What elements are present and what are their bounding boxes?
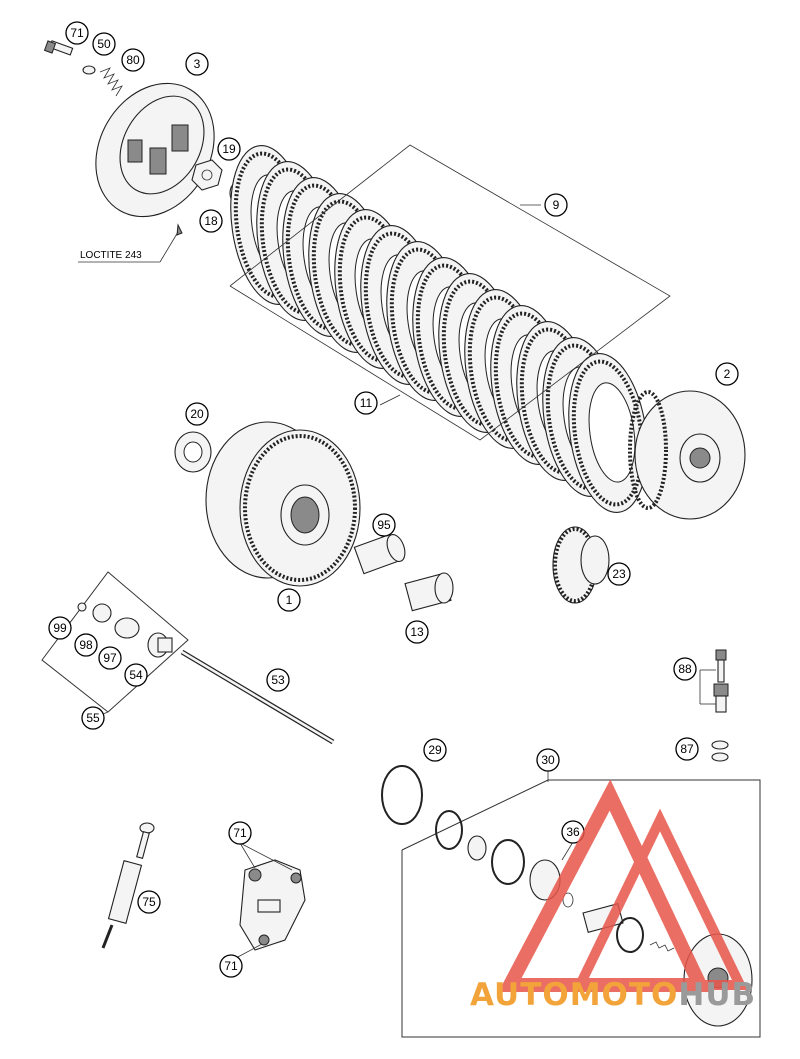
callout-c97: 97 <box>98 646 122 670</box>
clutch-basket <box>205 421 361 587</box>
callout-c75: 75 <box>137 890 161 914</box>
callout-label: 50 <box>97 37 111 51</box>
screw-part <box>43 40 74 56</box>
slave-cylinder-cover <box>239 859 306 951</box>
callout-label: 19 <box>222 142 236 156</box>
washer-part <box>82 65 96 75</box>
callout-label: 29 <box>428 743 442 757</box>
callout-label: 36 <box>566 825 580 839</box>
callout-label: 88 <box>678 662 692 676</box>
kit-box <box>41 571 189 713</box>
callout-c87: 87 <box>675 737 699 761</box>
inner-clutch-hub <box>628 390 746 520</box>
callout-c54: 54 <box>124 663 148 687</box>
callout-label: 87 <box>680 742 694 756</box>
thrust-washer <box>174 431 212 473</box>
callout-label: 2 <box>724 367 731 381</box>
callout-label: 75 <box>142 895 156 909</box>
callout-c88: 88 <box>673 657 697 681</box>
callout-label: 13 <box>410 625 424 639</box>
callout-label: 18 <box>204 214 218 228</box>
nut-part <box>191 159 223 191</box>
callout-label: 20 <box>190 407 204 421</box>
callout-c29: 29 <box>423 738 447 762</box>
callout-label: 55 <box>86 711 100 725</box>
callout-label: 99 <box>53 621 67 635</box>
watermark-text-automoto: AUTOMOTO <box>470 977 678 1013</box>
primary-gear <box>552 526 610 604</box>
watermark-text: AUTOMOTOHUB <box>470 977 756 1013</box>
plate-group-bracket <box>229 144 671 441</box>
callout-c3: 3 <box>185 52 209 76</box>
callout-label: 53 <box>271 673 285 687</box>
callout-label: 95 <box>377 518 391 532</box>
watermark-text-hub: HUB <box>678 977 756 1013</box>
clutch-plate-bore <box>588 382 636 483</box>
callout-c50: 50 <box>92 32 116 56</box>
callout-label: 1 <box>286 593 293 607</box>
callout-c71b: 71 <box>228 821 252 845</box>
spring-part <box>99 67 123 97</box>
callout-label: 3 <box>194 57 201 71</box>
callout-label: 98 <box>79 638 93 652</box>
bushing <box>404 572 454 612</box>
callout-c55: 55 <box>81 706 105 730</box>
callout-c2: 2 <box>715 362 739 386</box>
callout-c23: 23 <box>607 562 631 586</box>
callout-c80: 80 <box>121 48 145 72</box>
callout-label: 30 <box>541 753 555 767</box>
callout-label: 71 <box>70 26 84 40</box>
callout-label: 9 <box>553 198 560 212</box>
callout-label: 71 <box>233 826 247 840</box>
callout-c13: 13 <box>405 620 429 644</box>
push-rod <box>180 649 335 745</box>
callout-label: 54 <box>129 668 143 682</box>
callout-c71c: 71 <box>219 954 243 978</box>
watermark-logo <box>498 779 748 992</box>
callout-c30: 30 <box>536 748 560 772</box>
callout-label: 11 <box>360 396 373 410</box>
leader-lines <box>92 204 574 959</box>
callout-c9: 9 <box>544 193 568 217</box>
callout-c20: 20 <box>185 402 209 426</box>
loctite-note: LOCTITE 243 <box>80 250 142 261</box>
pressure-cap-part <box>95 82 215 218</box>
callout-label: 71 <box>224 959 238 973</box>
callout-label: 23 <box>612 567 626 581</box>
needle-bearing <box>353 533 406 575</box>
callout-c1: 1 <box>277 588 301 612</box>
callout-c71a: 71 <box>65 21 89 45</box>
loctite-drop <box>176 223 183 236</box>
callout-c98: 98 <box>74 633 98 657</box>
mounting-tool <box>101 822 155 949</box>
callout-c99: 99 <box>48 616 72 640</box>
callout-label: 80 <box>126 53 140 67</box>
clutch-plate-stack <box>230 145 648 513</box>
callout-layer: 71 50 80 3 19 18 9 11 2 20 95 1 23 13 99 98 97 54 55 53 88 87… <box>48 21 739 978</box>
callout-c95: 95 <box>372 513 396 537</box>
callout-c11: 11 <box>354 391 378 415</box>
bleed-valve <box>699 649 729 713</box>
callout-c18: 18 <box>199 209 223 233</box>
o-ring <box>381 765 423 825</box>
callout-c19: 19 <box>217 137 241 161</box>
callout-c53: 53 <box>266 668 290 692</box>
callout-label: 97 <box>103 651 117 665</box>
sealing-rings <box>711 740 729 762</box>
